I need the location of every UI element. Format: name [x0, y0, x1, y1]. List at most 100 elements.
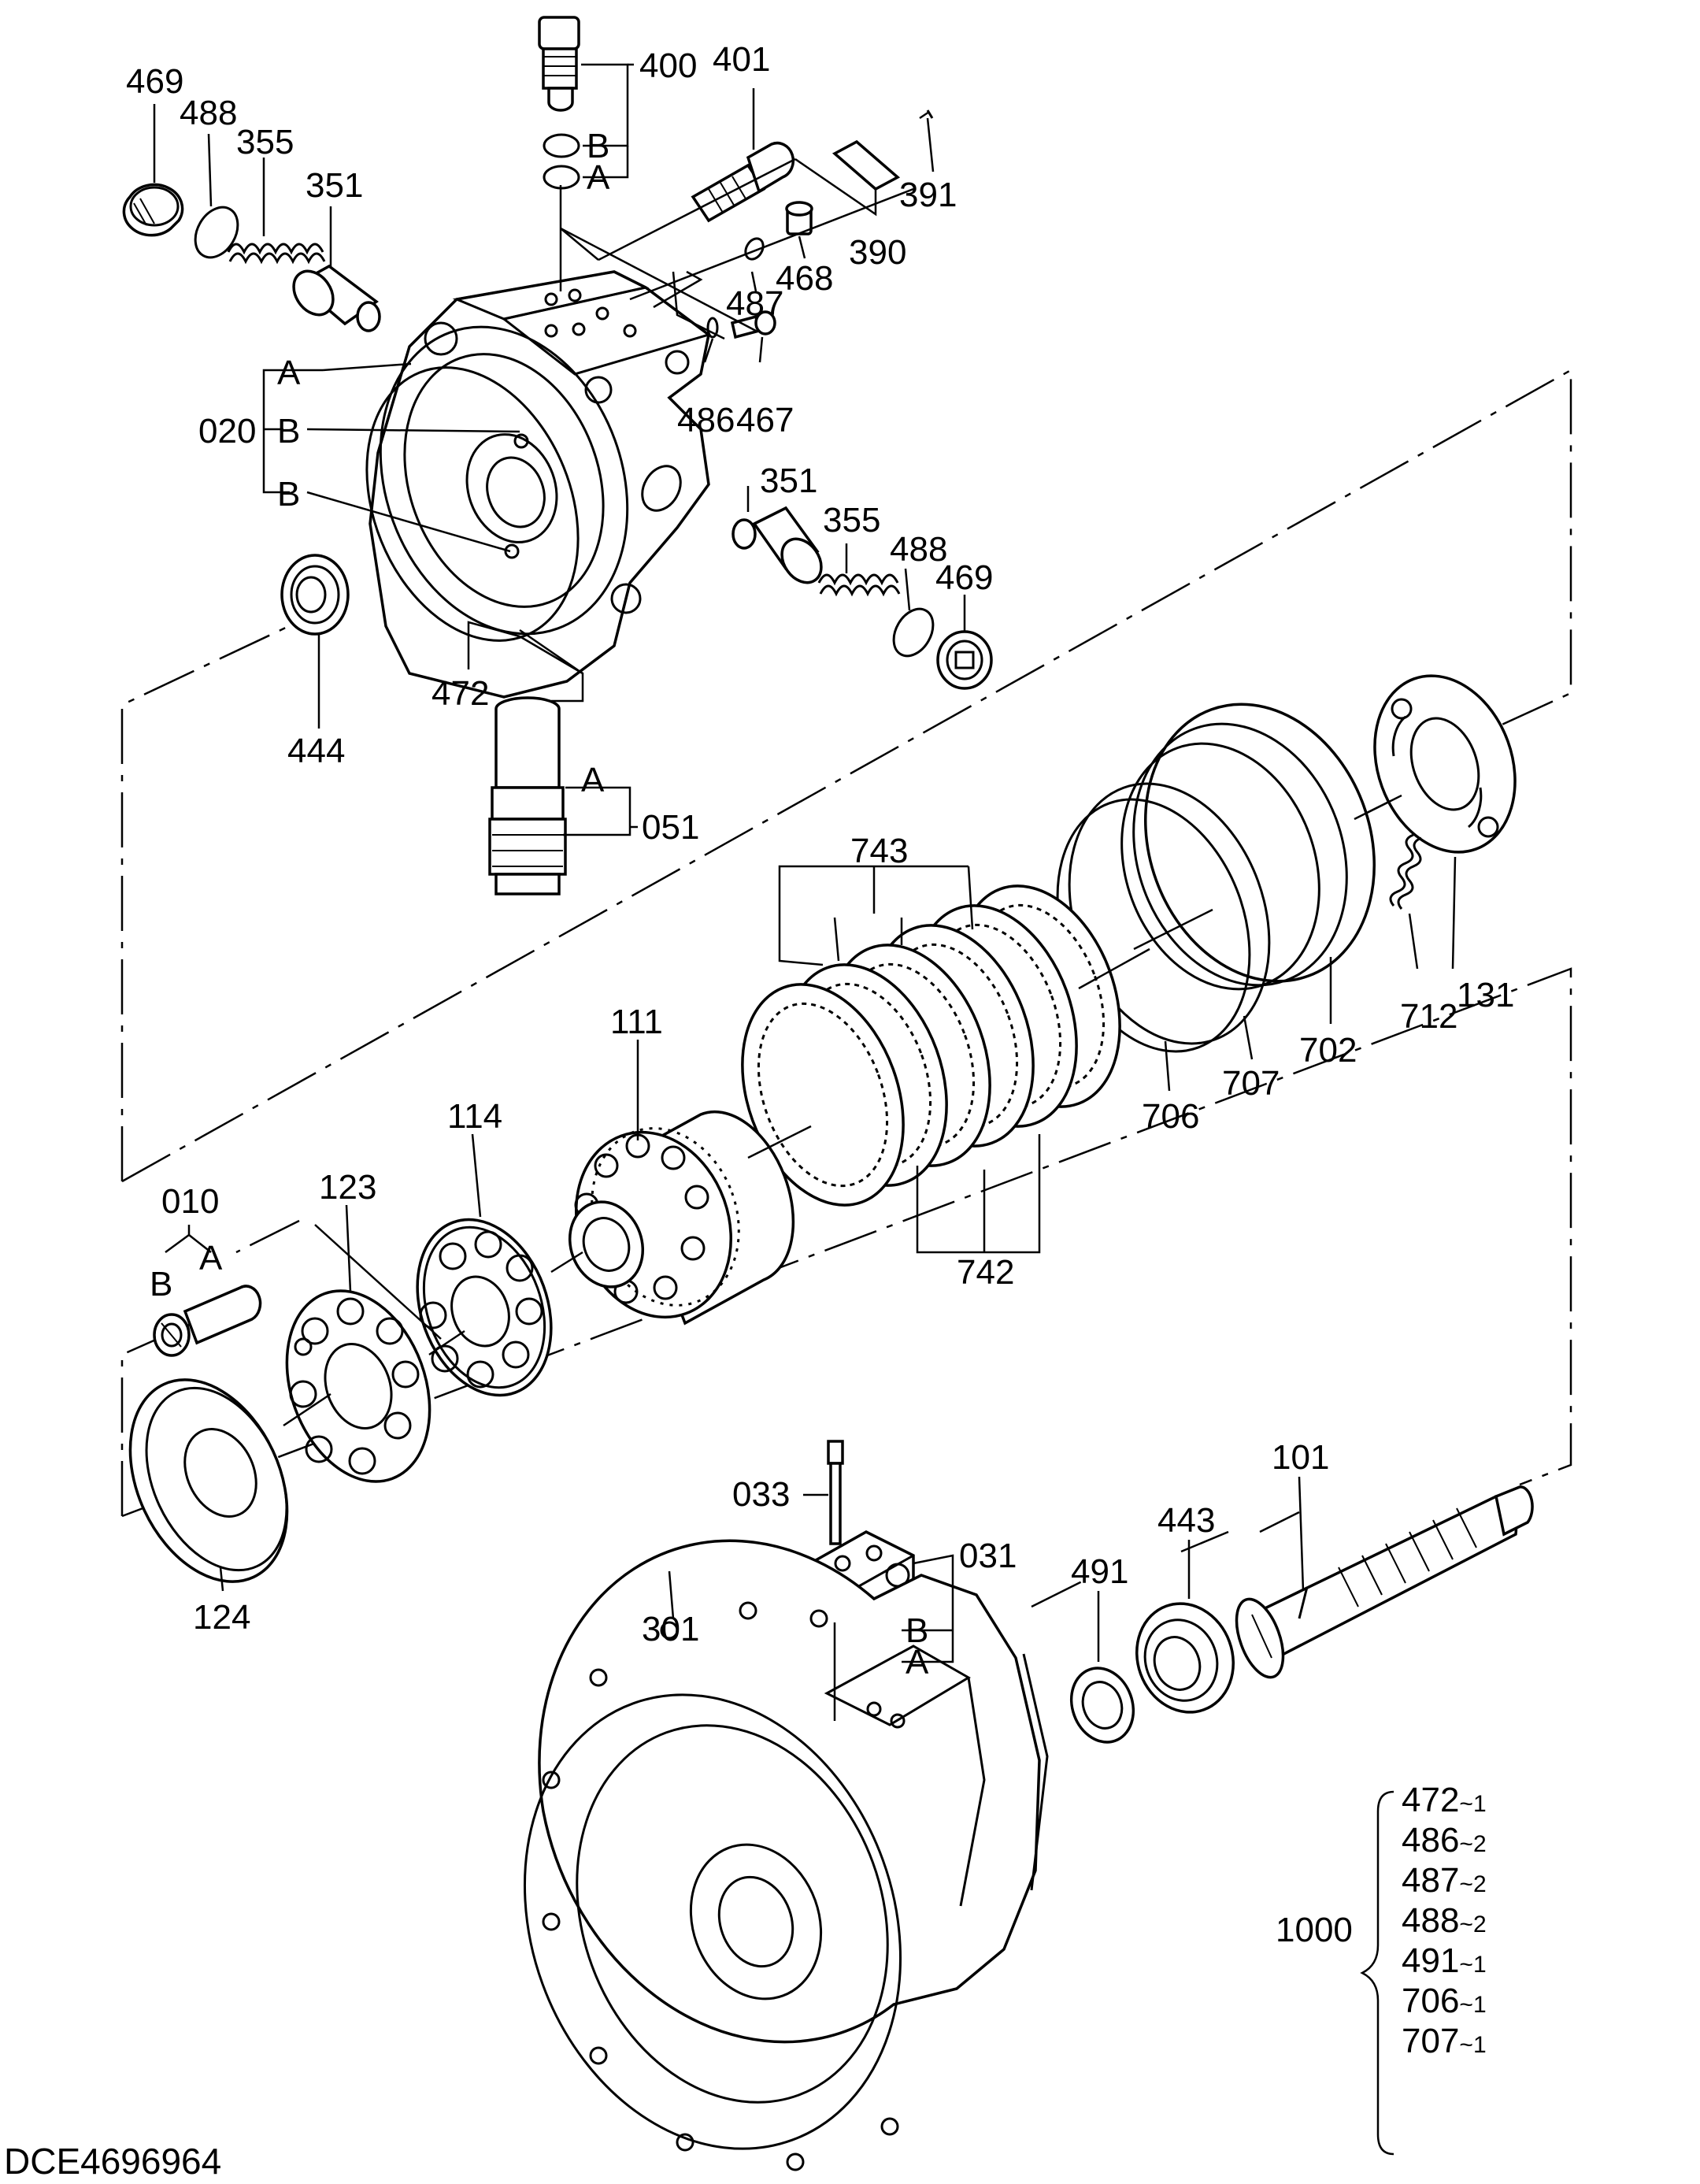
spring-355-mid — [817, 573, 901, 597]
letter-a-031: A — [906, 1643, 929, 1682]
label-124: 124 — [193, 1598, 250, 1637]
label-390: 390 — [849, 233, 906, 272]
kit-item-part: 488 — [1402, 1901, 1459, 1940]
kit-item-part: 487 — [1402, 1861, 1459, 1900]
kit-item-707: 707~1 — [1402, 2022, 1487, 2060]
label-702: 702 — [1299, 1031, 1357, 1070]
kit-item-separator: ~ — [1459, 2032, 1473, 2058]
bolt-033 — [827, 1440, 844, 1545]
label-706: 706 — [1142, 1097, 1199, 1136]
oil-seal-491 — [1069, 1667, 1135, 1744]
letter-b-020-a: B — [277, 412, 300, 451]
label-351-mid: 351 — [760, 462, 817, 500]
label-472: 472 — [431, 674, 489, 713]
label-111: 111 — [610, 1003, 663, 1041]
letter-b-020-b: B — [277, 475, 300, 514]
label-743: 743 — [850, 832, 908, 870]
kit-item-487: 487~2 — [1402, 1861, 1487, 1900]
shaft-101 — [1235, 1485, 1534, 1679]
label-444: 444 — [287, 732, 345, 770]
label-031: 031 — [959, 1537, 1017, 1575]
variant-letters: B A A B B A B A B A — [150, 127, 929, 1682]
label-301: 301 — [642, 1610, 699, 1648]
cylinder-block-111 — [568, 1110, 795, 1326]
label-488-top: 488 — [180, 94, 237, 132]
letter-b-010: B — [150, 1265, 172, 1303]
kit-item-488: 488~2 — [1402, 1901, 1487, 1940]
o-ring-a-400 — [543, 165, 580, 190]
kit-item-part: 472 — [1402, 1781, 1459, 1819]
o-ring-472 — [365, 366, 580, 642]
kit-item-separator: ~ — [1459, 1791, 1473, 1817]
letter-a-010: A — [199, 1239, 223, 1277]
label-355-mid: 355 — [823, 501, 880, 540]
o-ring-b-400 — [543, 133, 580, 158]
letter-b-031: B — [906, 1611, 928, 1650]
label-707: 707 — [1222, 1064, 1280, 1103]
piston-assy-123 — [285, 1289, 431, 1483]
kit-item-separator: ~ — [1459, 1831, 1473, 1857]
name-plate-390 — [831, 109, 934, 191]
label-491: 491 — [1071, 1552, 1128, 1591]
kit-1000-brace — [1360, 1790, 1394, 2156]
kit-item-706: 706~1 — [1402, 1982, 1487, 2020]
letter-a-020: A — [277, 354, 301, 392]
kit-item-491: 491~1 — [1402, 1941, 1487, 1980]
label-401: 401 — [713, 40, 770, 79]
label-467: 467 — [736, 401, 794, 439]
label-486: 486 — [677, 401, 735, 439]
valve-cover-020 — [369, 270, 712, 699]
valve-plate-131 — [1373, 674, 1517, 854]
kit-item-qty: 1 — [1473, 1952, 1487, 1978]
diagram-code: DCE4696964 — [4, 2141, 221, 2182]
label-742: 742 — [957, 1253, 1014, 1292]
plug-401 — [691, 141, 795, 223]
label-443: 443 — [1157, 1501, 1215, 1540]
label-468: 468 — [776, 259, 833, 298]
label-712: 712 — [1400, 997, 1457, 1036]
retainer-plate-114 — [416, 1218, 553, 1397]
label-101: 101 — [1272, 1438, 1329, 1477]
leader-lines — [153, 63, 1457, 1721]
label-351-top: 351 — [306, 166, 363, 205]
o-ring-488-top — [194, 206, 239, 259]
kit-item-qty: 1 — [1473, 1791, 1487, 1817]
kit-item-separator: ~ — [1459, 1871, 1473, 1897]
spool-351-top — [292, 264, 381, 332]
plug-469-top — [122, 183, 184, 237]
kit-item-qty: 1 — [1473, 1992, 1487, 2018]
piston-010 — [153, 1285, 262, 1357]
kit-item-qty: 1 — [1473, 2032, 1487, 2058]
letter-b-400: B — [587, 127, 609, 165]
kit-item-qty: 2 — [1473, 1871, 1487, 1897]
label-020: 020 — [198, 412, 256, 451]
kit-item-472: 472~1 — [1402, 1781, 1487, 1819]
label-355-top: 355 — [236, 123, 294, 161]
kit-item-separator: ~ — [1459, 1952, 1473, 1978]
shoe-plate-124 — [128, 1378, 289, 1583]
kit-item-part: 491 — [1402, 1941, 1459, 1980]
brake-plates-742-743 — [741, 884, 1121, 1207]
o-ring-488-mid — [892, 607, 935, 658]
o-ring-487 — [744, 237, 765, 261]
relief-valve-051 — [488, 696, 567, 895]
spool-351-mid — [731, 506, 823, 584]
label-488-mid: 488 — [890, 530, 947, 569]
label-114: 114 — [447, 1097, 502, 1136]
label-487: 487 — [726, 284, 783, 323]
label-123: 123 — [319, 1168, 376, 1207]
spring-712 — [1389, 833, 1422, 910]
bearing-443 — [1135, 1602, 1235, 1714]
kit-item-separator: ~ — [1459, 1911, 1473, 1937]
label-051: 051 — [642, 808, 699, 847]
letter-a-400: A — [587, 158, 610, 197]
spring-355-top — [227, 243, 326, 265]
part-labels: 469 488 355 351 400 401 391 390 468 487 … — [126, 40, 1514, 1949]
label-469-top: 469 — [126, 62, 183, 101]
label-010: 010 — [161, 1182, 219, 1221]
plug-469-mid — [936, 630, 993, 690]
kit-item-qty: 2 — [1473, 1831, 1487, 1857]
label-033: 033 — [732, 1475, 790, 1514]
